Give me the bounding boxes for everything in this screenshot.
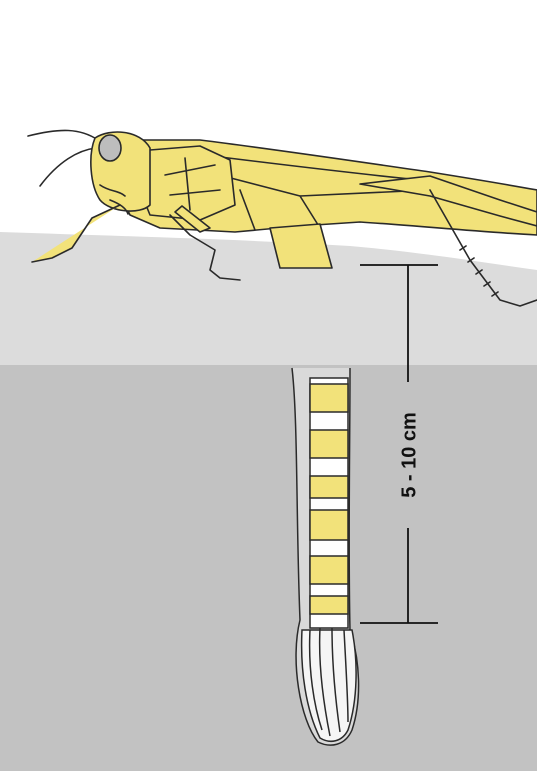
froth-band xyxy=(310,596,348,614)
depth-label: 5 - 10 cm xyxy=(398,412,420,498)
froth-band xyxy=(310,510,348,540)
froth-band xyxy=(310,556,348,584)
egg-pod-tube xyxy=(310,378,348,628)
froth-band xyxy=(310,384,348,412)
froth-band xyxy=(310,476,348,498)
froth-band xyxy=(310,430,348,458)
deep-soil-layer xyxy=(0,365,537,771)
locust-eye xyxy=(99,135,121,161)
egg-pod-icon xyxy=(292,368,359,745)
